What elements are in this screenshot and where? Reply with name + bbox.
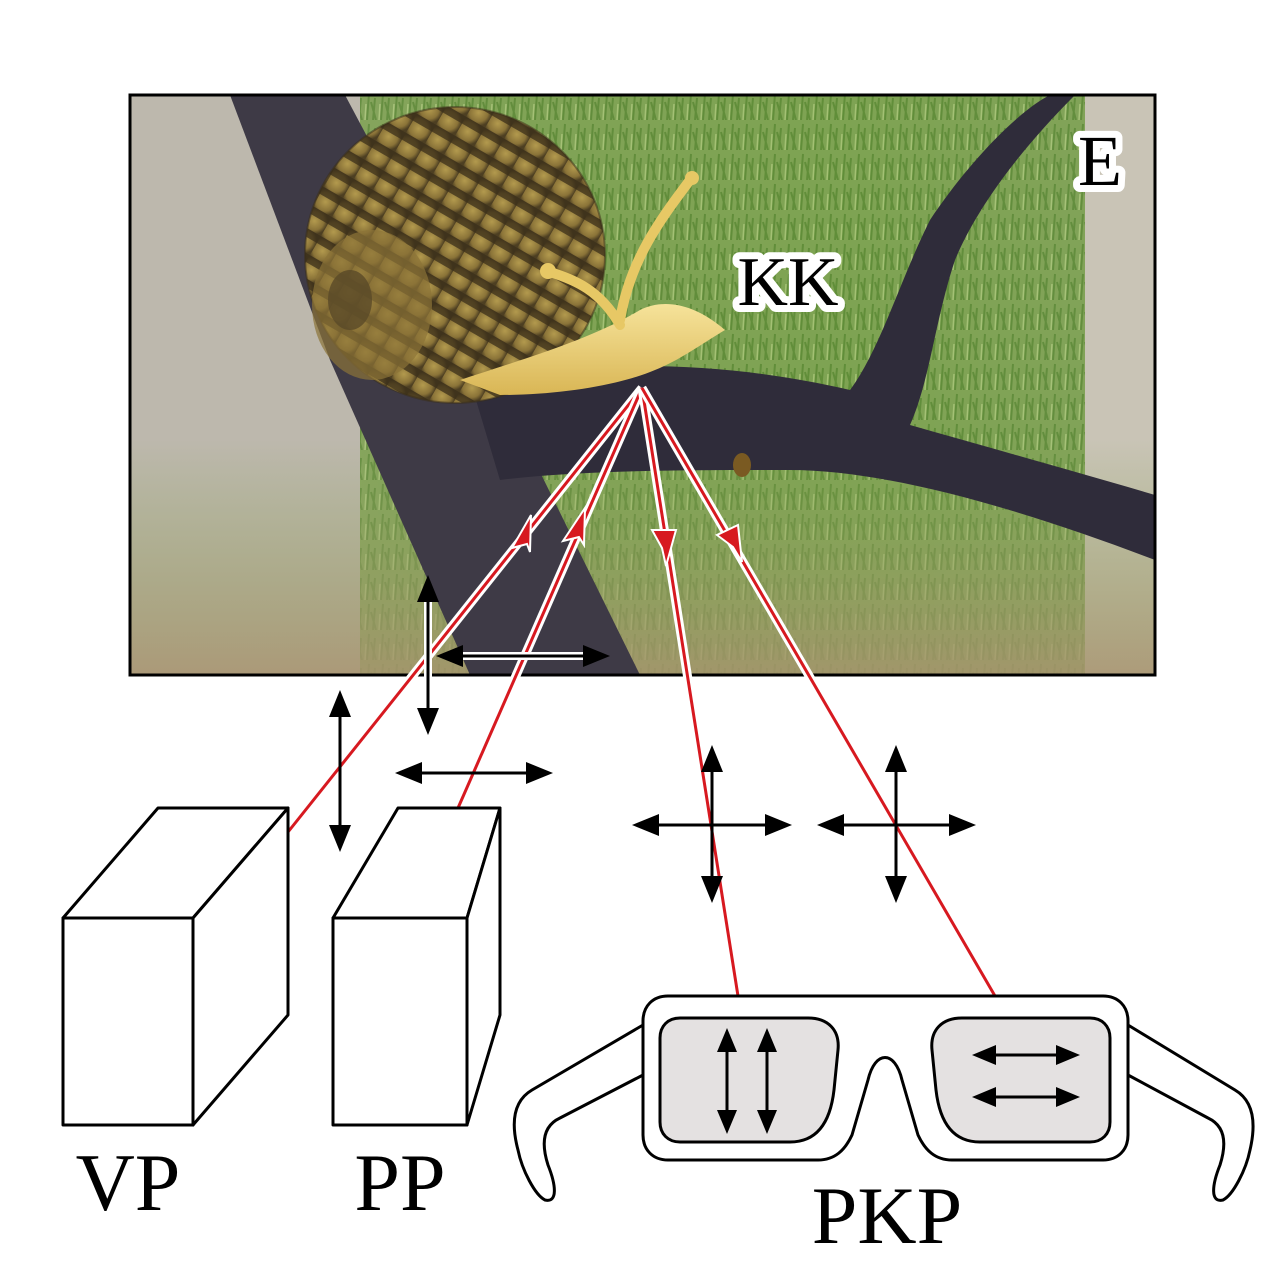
ray-left-lens	[637, 387, 743, 997]
projector-vp-label: VP	[76, 1137, 181, 1228]
projector-pp: PP	[331, 806, 502, 1228]
ray-pp	[453, 386, 647, 810]
ray-right-lens	[638, 385, 999, 999]
right-lens	[930, 1016, 1112, 1144]
projector-vp: VP	[61, 806, 290, 1228]
screen-scene-image	[130, 95, 1155, 675]
light-rays	[284, 385, 999, 999]
snail-illustration	[304, 106, 725, 404]
vp-vertical-polarization-arrow	[329, 690, 351, 852]
projector-pp-label: PP	[354, 1137, 445, 1228]
ray-direction-arrows	[509, 504, 743, 567]
screen-horizontal-polarization-arrow	[436, 645, 610, 667]
glasses-label: PKP	[812, 1170, 962, 1261]
right-temple	[1126, 1023, 1255, 1202]
left-lens	[658, 1016, 840, 1144]
subject-label: KK	[737, 244, 838, 321]
right-lens-cross-polarization-arrows	[817, 745, 976, 903]
left-lens-vertical-arrows	[717, 1028, 777, 1134]
right-lens-horizontal-arrows	[972, 1045, 1080, 1107]
screen-label: E	[1078, 121, 1122, 201]
pp-horizontal-polarization-arrow	[395, 762, 553, 784]
left-temple	[512, 1023, 645, 1202]
screen-vertical-polarization-arrow	[417, 575, 439, 735]
polarized-glasses: PKP	[512, 994, 1255, 1261]
projection-screen: E KK	[128, 93, 1157, 677]
left-lens-cross-polarization-arrows	[632, 745, 792, 903]
tree-branch	[470, 95, 1155, 560]
ray-vp	[284, 385, 646, 835]
